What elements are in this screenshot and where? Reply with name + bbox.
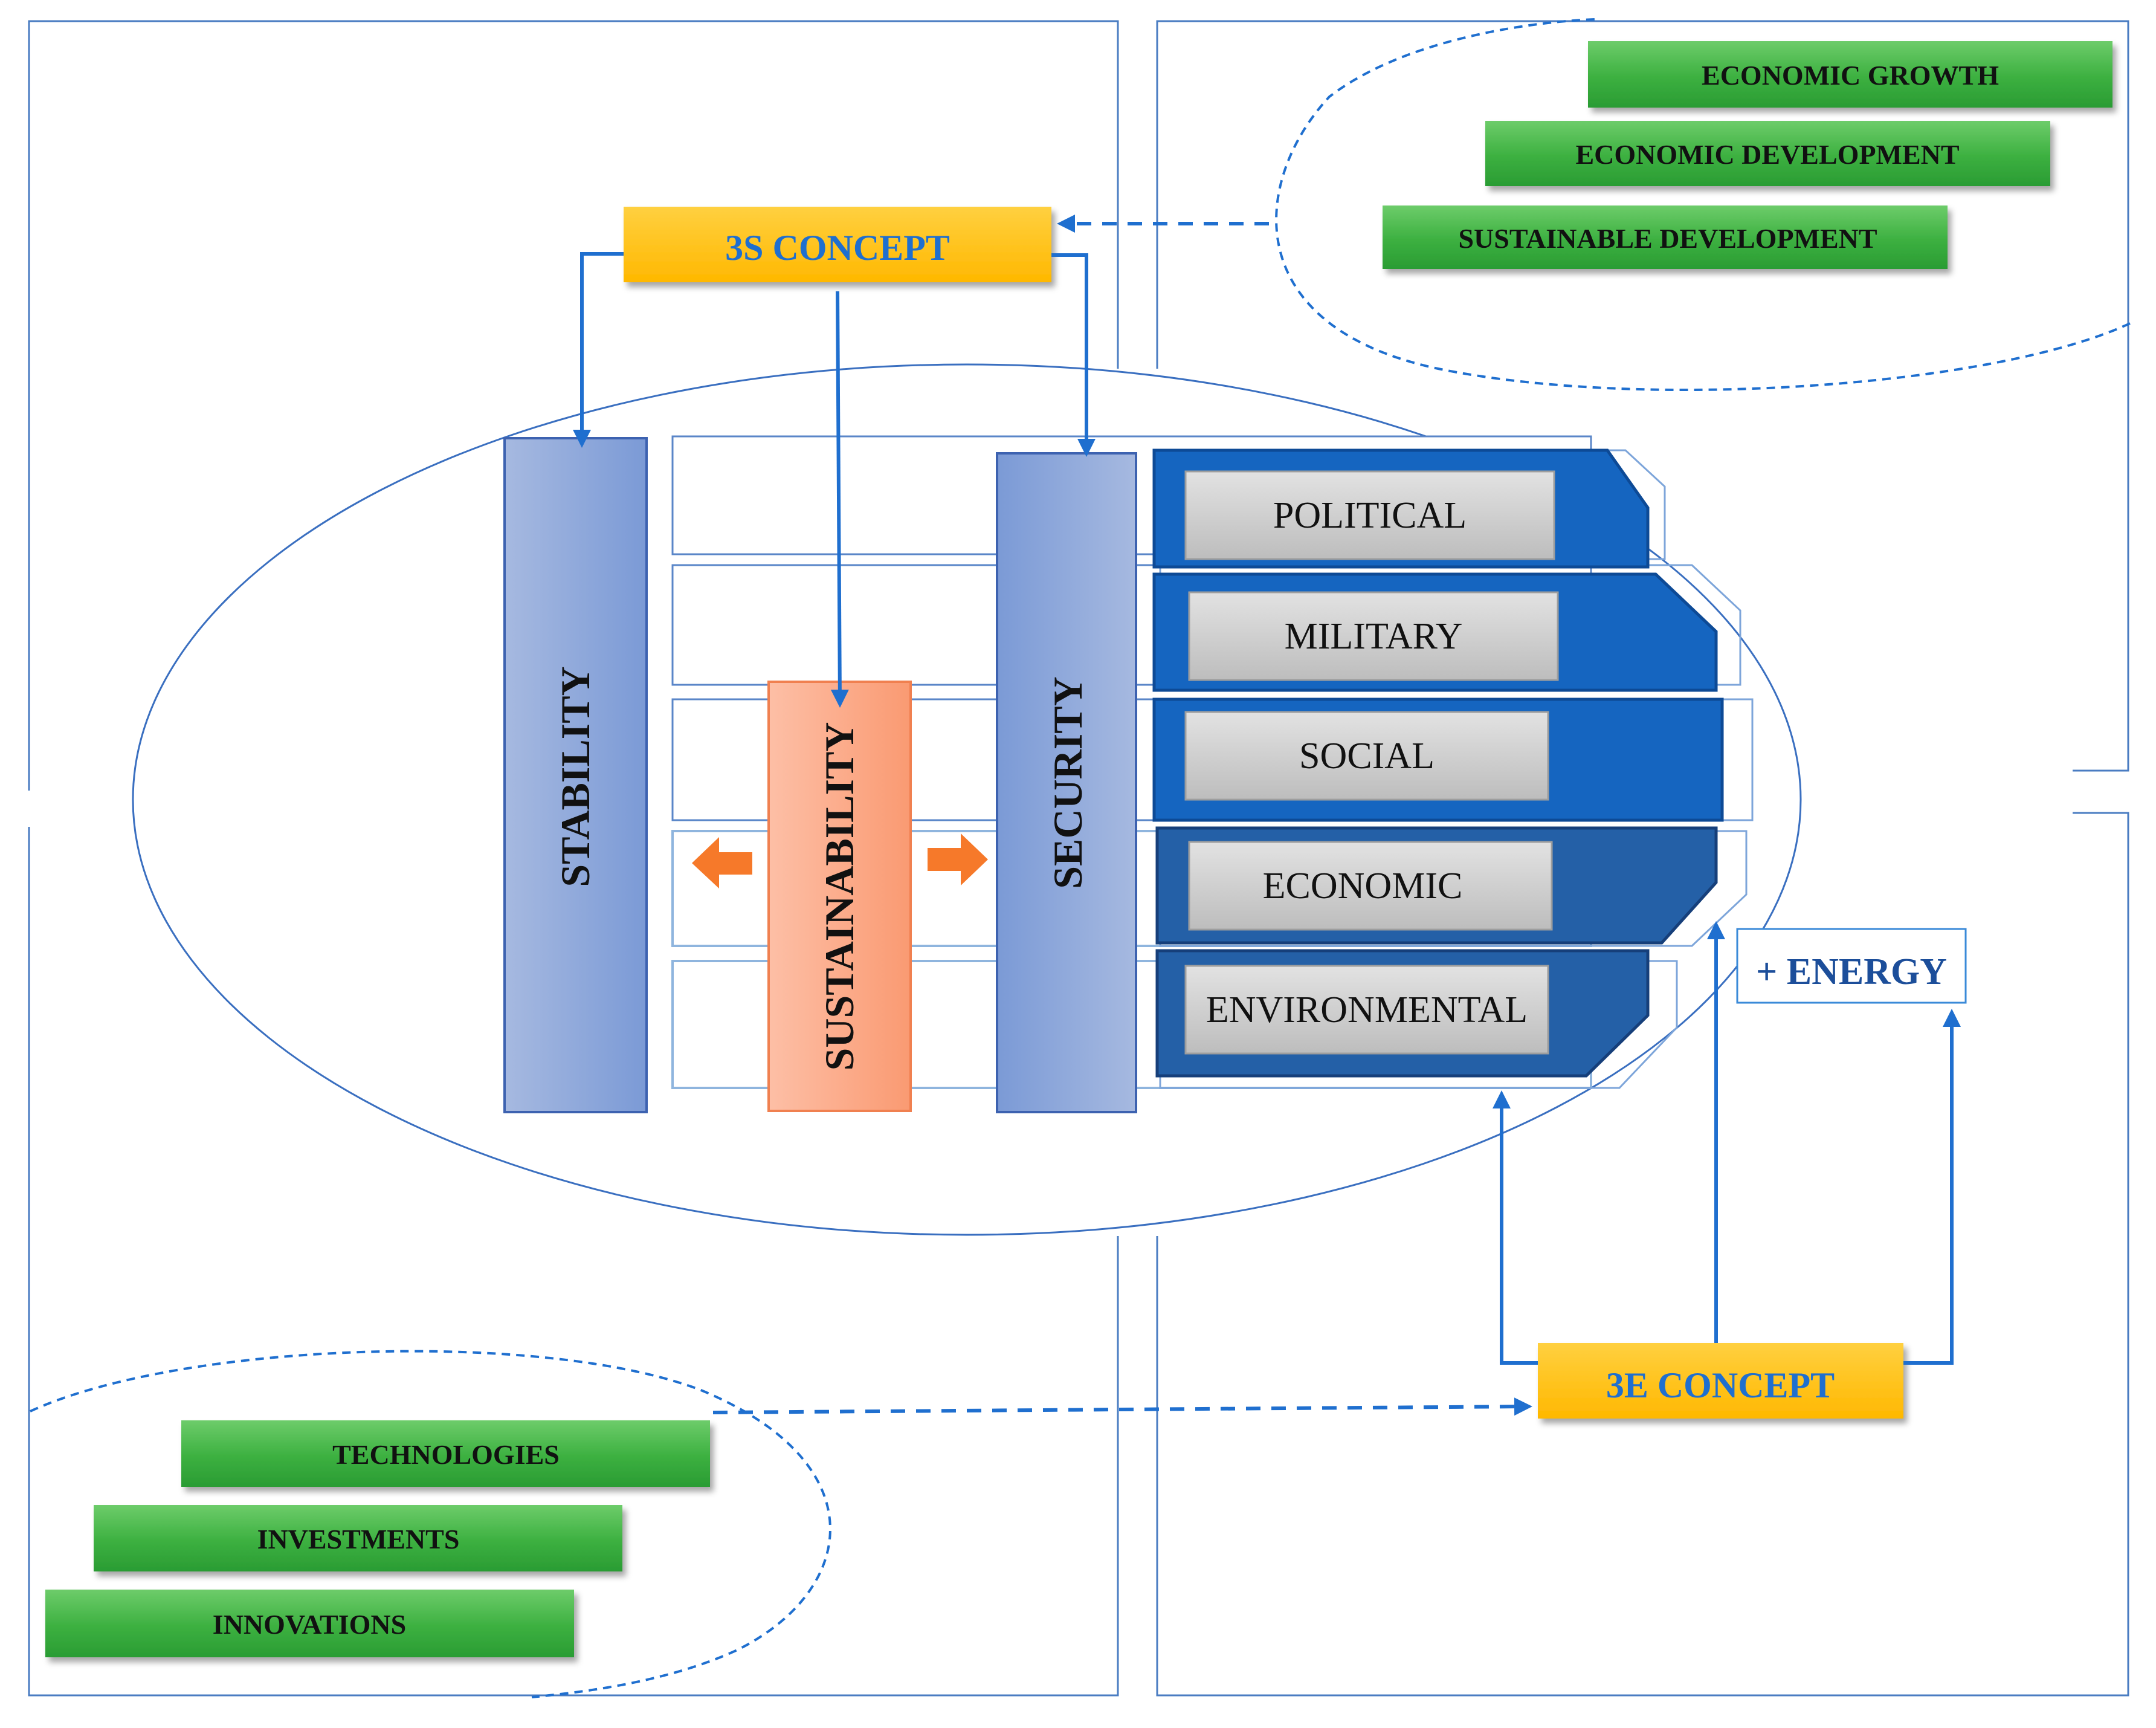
connector-to-environmental bbox=[1493, 1090, 1538, 1365]
dimension-box bbox=[1188, 591, 1559, 681]
quadrant-frames bbox=[28, 20, 2129, 1697]
driver-box bbox=[45, 1590, 574, 1657]
dimension-label-military: MILITARY bbox=[1285, 616, 1463, 657]
quadrant-bottom-right bbox=[1156, 812, 2129, 1697]
driver-label: INVESTMENTS bbox=[257, 1524, 460, 1555]
concept-3s-connectors bbox=[573, 252, 1096, 708]
dimension-label-environmental: ENVIRONMENTAL bbox=[1206, 989, 1528, 1031]
pillar-security: SECURITY bbox=[996, 452, 1137, 1113]
connector-to-sustainability bbox=[830, 291, 849, 708]
goal-box bbox=[1383, 205, 1948, 269]
dimension-box bbox=[1184, 965, 1549, 1055]
drivers-dashed-ellipse bbox=[30, 1350, 831, 1698]
concept-3e-label: 3E CONCEPT bbox=[1606, 1365, 1835, 1405]
dimension-label-social: SOCIAL bbox=[1299, 736, 1435, 777]
connector-to-security bbox=[1051, 253, 1096, 457]
drivers: TECHNOLOGIES INVESTMENTS INNOVATIONS bbox=[45, 1420, 710, 1657]
orange-arrow-left-icon bbox=[692, 837, 752, 888]
quadrant-top-left bbox=[28, 20, 1119, 791]
quadrant-top-right bbox=[1156, 20, 2129, 772]
driver-box bbox=[181, 1420, 710, 1487]
driver-label: TECHNOLOGIES bbox=[332, 1439, 560, 1470]
energy-box: + ENERGY bbox=[1736, 928, 1967, 1004]
goal-label: ECONOMIC DEVELOPMENT bbox=[1575, 139, 1959, 170]
dimension-box bbox=[1184, 470, 1555, 560]
pillar-label-stability: STABILITY bbox=[552, 666, 598, 887]
driver-box bbox=[94, 1505, 622, 1571]
goal-box bbox=[1588, 41, 2112, 108]
quadrant-bottom-left bbox=[28, 827, 1119, 1697]
pillar-label-security: SECURITY bbox=[1045, 676, 1091, 888]
drivers-to-3e-dashed-arrow bbox=[712, 1397, 1532, 1416]
dimension-box bbox=[1188, 841, 1553, 931]
orange-arrow-right-icon bbox=[928, 833, 988, 885]
pillar-stability: STABILITY bbox=[503, 437, 648, 1113]
concept-3e-connectors bbox=[1493, 921, 1961, 1365]
concept-3s-label: 3S CONCEPT bbox=[725, 228, 950, 268]
connector-to-stability bbox=[573, 252, 624, 448]
driver-label: INNOVATIONS bbox=[213, 1609, 406, 1640]
economic-goals: ECONOMIC GROWTH ECONOMIC DEVELOPMENT SUS… bbox=[1383, 41, 2112, 269]
goal-label: ECONOMIC GROWTH bbox=[1702, 60, 1999, 91]
dimension-box bbox=[1184, 711, 1549, 801]
dimension-label-economic: ECONOMIC bbox=[1263, 866, 1463, 907]
pillar-label-sustainability: SUSTAINABILITY bbox=[816, 722, 862, 1071]
dimension-labels: POLITICAL MILITARY SOCIAL ECONOMIC ENVIR… bbox=[1184, 470, 1559, 1055]
connector-to-energy bbox=[1903, 1009, 1961, 1365]
concept-3e: 3E CONCEPT bbox=[1538, 1343, 1903, 1419]
pillar-sustainability: SUSTAINABILITY bbox=[767, 681, 912, 1112]
goal-box bbox=[1485, 121, 2050, 186]
goals-dashed-ellipse bbox=[1275, 18, 2131, 392]
energy-label: + ENERGY bbox=[1756, 951, 1947, 992]
dimension-label-political: POLITICAL bbox=[1273, 495, 1467, 536]
concept-3s: 3S CONCEPT bbox=[624, 207, 1051, 282]
goal-label: SUSTAINABLE DEVELOPMENT bbox=[1458, 223, 1877, 254]
